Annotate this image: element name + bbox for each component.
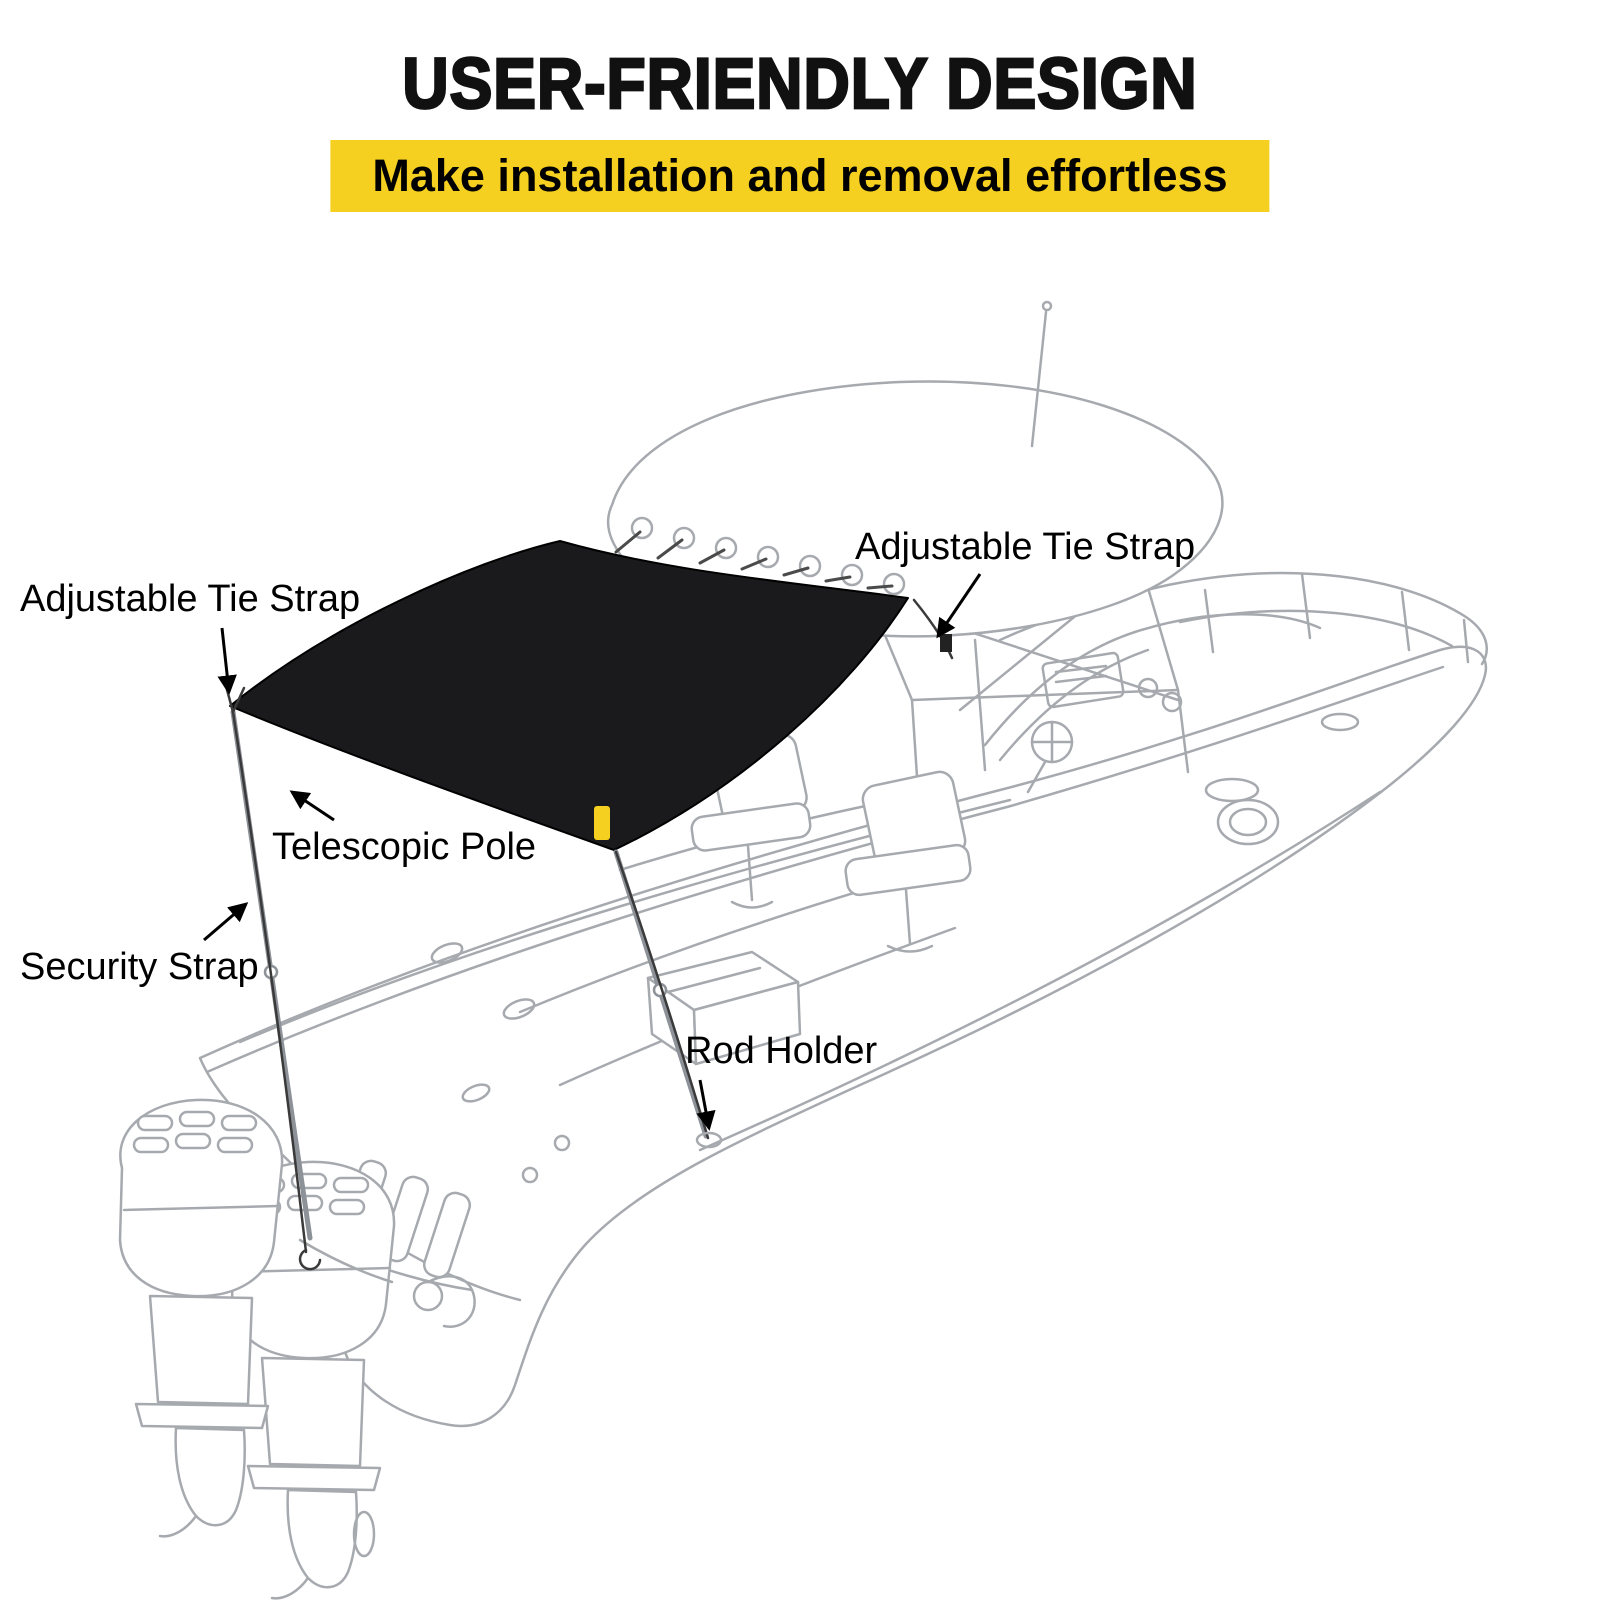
page-title: USER-FRIENDLY DESIGN — [401, 42, 1198, 125]
deck-rod-holder — [695, 1131, 723, 1149]
label-telescopic-pole: Telescopic Pole — [272, 826, 537, 868]
label-rod-holder: Rod Holder — [685, 1030, 878, 1072]
arrow-tie-strap-left — [217, 627, 237, 695]
subtitle-banner: Make installation and removal effortless — [330, 140, 1270, 212]
label-adjustable-tie-strap-left: Adjustable Tie Strap — [20, 578, 361, 620]
outboard-motor-front — [118, 1098, 284, 1538]
arrow-telescopic-pole — [289, 790, 335, 822]
security-strap-line — [231, 710, 308, 1254]
canopy-strap-loops — [614, 530, 894, 590]
canopy — [229, 530, 909, 851]
arrow-security-strap — [203, 902, 249, 942]
arrow-rod-holder — [696, 1079, 716, 1131]
label-security-strap: Security Strap — [20, 946, 259, 988]
antenna — [1030, 300, 1053, 448]
label-adjustable-tie-strap-top: Adjustable Tie Strap — [855, 526, 1196, 568]
annotation-arrows — [203, 573, 982, 1131]
boat-lineart — [118, 300, 1488, 1600]
arrow-tie-strap-top — [936, 573, 982, 639]
stern-hardware — [298, 1238, 476, 1328]
strap-buckle — [940, 634, 952, 652]
brand-tag — [594, 806, 610, 840]
outboard-motors — [118, 1098, 476, 1600]
hardtop-frame — [880, 586, 1190, 794]
pole-joints — [263, 964, 668, 998]
